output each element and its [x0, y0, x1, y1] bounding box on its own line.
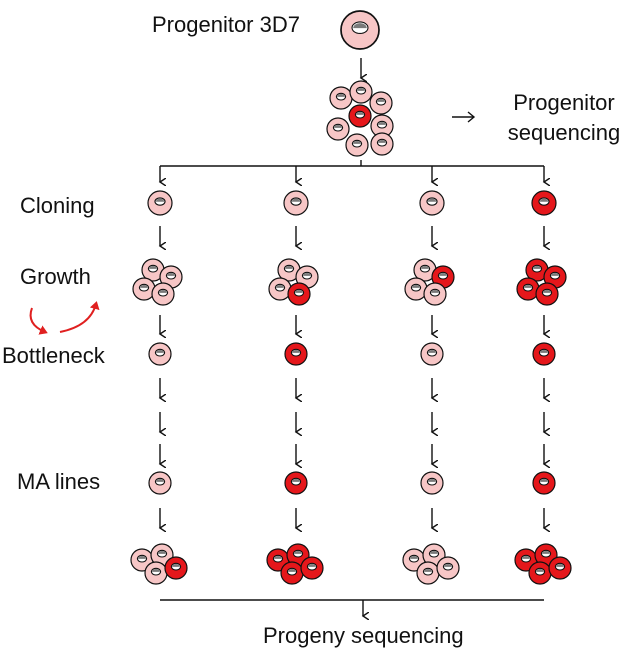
progenitor-3d7-label: Progenitor 3D7 — [152, 12, 300, 37]
lineage-2-bottleneck-cell — [284, 342, 308, 366]
ma-lines-label: MA lines — [17, 469, 101, 494]
lineage-1-growth-cell — [151, 282, 175, 306]
lineage-1-final-cell — [164, 556, 188, 580]
progenitor-cluster-cell — [345, 133, 369, 157]
progenitor-cell — [340, 10, 380, 50]
lineage-4-ma-line-cell — [532, 471, 556, 495]
lineage-3-growth-cell — [404, 277, 428, 301]
progenitor-cluster-cell — [329, 86, 353, 110]
progenitor-sequencing-label-line1: Progenitor — [513, 90, 615, 115]
lineage-3-final-cell — [416, 561, 440, 585]
lineage-1-final-cell — [144, 561, 168, 585]
lineage-2-growth-cell — [268, 277, 292, 301]
cycle-icon — [29, 301, 100, 335]
lineage-1-growth-cell — [132, 277, 156, 301]
arrow-to-progenitor-sequencing — [452, 111, 476, 123]
lineage-2-growth-cell — [295, 265, 319, 289]
progenitor-cluster-cell — [349, 80, 373, 104]
lineage-4-cloning-cell — [531, 190, 557, 216]
growth-label: Growth — [20, 264, 91, 289]
lineage-1-growth-cell — [141, 258, 165, 282]
lineage-1-growth-cell — [159, 265, 183, 289]
progeny-sequencing-label: Progeny sequencing — [263, 623, 464, 648]
progenitor-sequencing-label-line2: sequencing — [507, 120, 621, 145]
lineage-4-final-cell — [548, 556, 572, 580]
cells-layer — [130, 10, 572, 585]
lineage-4-growth-cell — [543, 265, 567, 289]
lineage-2-growth-cell — [287, 282, 311, 306]
progenitor-cluster-cell — [370, 114, 394, 138]
lineage-2-final-cell — [300, 556, 324, 580]
lineage-3-bottleneck-cell — [420, 342, 444, 366]
lineage-1-cloning-cell — [147, 190, 173, 216]
bottleneck-label: Bottleneck — [2, 343, 105, 368]
progenitor-cluster-cell — [369, 91, 393, 115]
lineage-4-growth-cell — [516, 277, 540, 301]
cloning-label: Cloning — [20, 193, 95, 218]
lineage-3-final-cell — [436, 556, 460, 580]
lineage-2-ma-line-cell — [284, 471, 308, 495]
progenitor-cluster-cell — [326, 117, 350, 141]
connector-lines — [160, 58, 544, 616]
lineage-4-bottleneck-cell — [532, 342, 556, 366]
lineage-4-growth-cell — [535, 282, 559, 306]
lineage-3-ma-line-cell — [420, 471, 444, 495]
lineage-4-final-cell — [528, 561, 552, 585]
progenitor-cluster-cell — [370, 132, 394, 156]
lineage-1-ma-line-cell — [148, 471, 172, 495]
progenitor-cluster-cell — [348, 104, 372, 128]
lineage-2-final-cell — [280, 561, 304, 585]
lineage-3-cloning-cell — [419, 190, 445, 216]
lineage-2-cloning-cell — [283, 190, 309, 216]
lineage-1-bottleneck-cell — [148, 342, 172, 366]
lineage-3-growth-cell — [423, 282, 447, 306]
